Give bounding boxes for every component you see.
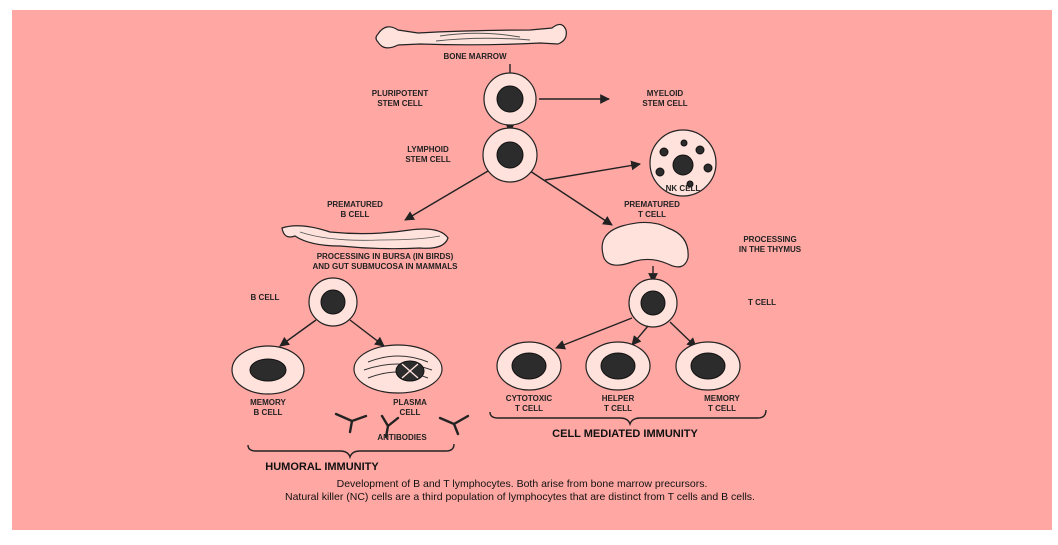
cytotoxic-label-1: CYTOTOXIC [506, 394, 553, 403]
plasma-label-2: CELL [400, 408, 421, 417]
thymus-label-2: IN THE THYMUS [739, 245, 802, 254]
memory-t-label-1: MEMORY [704, 394, 740, 403]
thymus-label-1: PROCESSING [743, 235, 796, 244]
memory-t-cell [676, 342, 740, 390]
premature-t-label-2: T CELL [638, 210, 666, 219]
bone-marrow-drawing [376, 24, 566, 47]
humoral-brace [248, 444, 454, 457]
lymphoid-label-2: STEM CELL [405, 155, 450, 164]
pluripotent-label-2: STEM CELL [377, 99, 422, 108]
t-cell-label: T CELL [748, 298, 776, 307]
pluripotent-stem-cell [484, 73, 536, 125]
premature-b-label-2: B CELL [341, 210, 370, 219]
memory-b-label-1: MEMORY [250, 398, 286, 407]
helper-label-1: HELPER [602, 394, 635, 403]
helper-label-2: T CELL [604, 404, 632, 413]
myeloid-label-2: STEM CELL [642, 99, 687, 108]
premature-t-label-1: PREMATURED [624, 200, 680, 209]
humoral-label: HUMORAL IMMUNITY [265, 461, 379, 473]
plasma-label-1: PLASMA [393, 398, 427, 407]
myeloid-label-1: MYELOID [647, 89, 684, 98]
arrow-to-helper [632, 326, 648, 345]
pluripotent-label-1: PLURIPOTENT [372, 89, 429, 98]
memory-b-cell [232, 346, 304, 394]
arrow-to-memory-b [280, 320, 316, 346]
lymphoid-stem-cell [483, 128, 537, 182]
plasma-cell [354, 345, 442, 393]
cytotoxic-label-2: T CELL [515, 404, 543, 413]
arrow-to-plasma [350, 320, 384, 346]
bursa-drawing [282, 226, 448, 249]
bursa-label-1: PROCESSING IN BURSA (IN BIRDS) [317, 252, 454, 261]
caption-line-2: Natural killer (NC) cells are a third po… [285, 491, 755, 503]
cmi-label: CELL MEDIATED IMMUNITY [552, 428, 698, 440]
memory-t-label-2: T CELL [708, 404, 736, 413]
t-cell [629, 279, 677, 327]
premature-b-label-1: PREMATURED [327, 200, 383, 209]
arrow-to-premature-b [405, 171, 488, 220]
antibodies-label: ANTIBODIES [377, 433, 427, 442]
b-cell-label: B CELL [251, 293, 280, 302]
arrow-to-premature-t [530, 171, 612, 225]
nk-cell-label: NK CELL [666, 184, 701, 193]
cytotoxic-t-cell [497, 342, 561, 390]
caption-line-1: Development of B and T lymphocytes. Both… [337, 478, 708, 490]
bone-marrow-label: BONE MARROW [443, 52, 507, 61]
b-cell [309, 278, 357, 326]
bursa-label-2: AND GUT SUBMUCOSA IN MAMMALS [312, 262, 458, 271]
arrow-to-memory-t [670, 322, 696, 347]
memory-b-label-2: B CELL [254, 408, 283, 417]
thymus-drawing [602, 222, 688, 266]
helper-t-cell [586, 342, 650, 390]
lymphoid-label-1: LYMPHOID [407, 145, 449, 154]
arrow-to-nk-cell [545, 164, 640, 180]
